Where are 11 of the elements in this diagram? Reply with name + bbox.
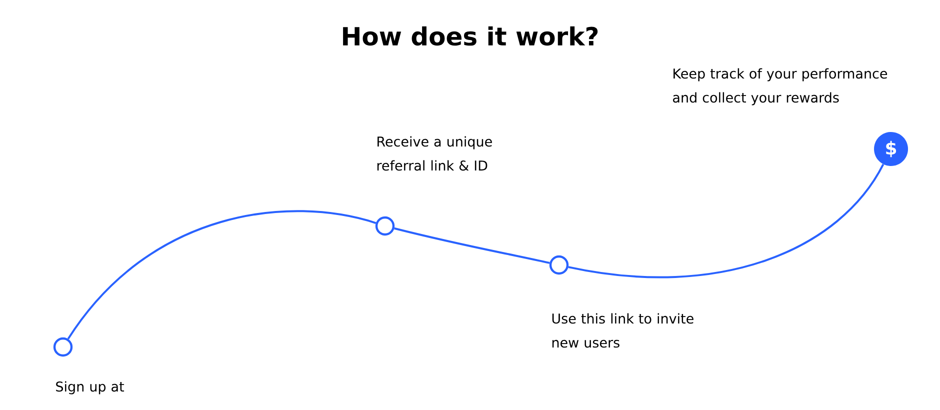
step-text: Receive a unique referral link & ID bbox=[377, 136, 492, 171]
step-circle bbox=[549, 255, 569, 275]
curve-line bbox=[394, 227, 550, 264]
step-circle bbox=[53, 337, 73, 357]
title: How does it work? bbox=[343, 26, 598, 46]
step-text: Use this link to invite new users bbox=[552, 313, 694, 348]
step-text: Sign up at bbox=[56, 381, 124, 394]
curve-line bbox=[67, 210, 376, 340]
step-circle bbox=[375, 216, 395, 236]
step-text: Keep track of your performance and collect your rewards bbox=[673, 68, 888, 106]
curve-line bbox=[568, 164, 884, 278]
